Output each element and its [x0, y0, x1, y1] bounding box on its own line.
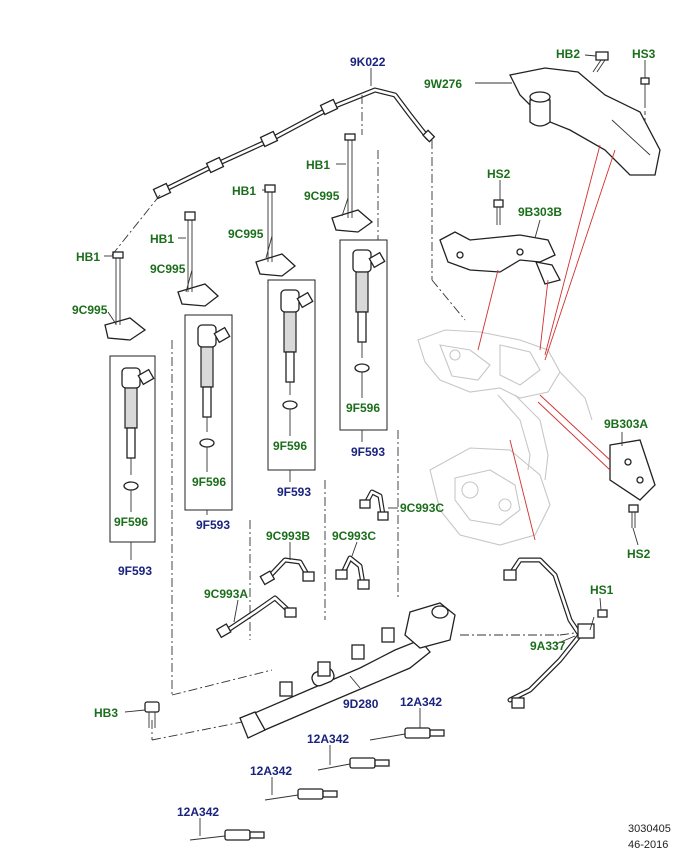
diagram-code: 3030405	[628, 823, 671, 835]
clamp-1	[104, 251, 147, 341]
bolt-hs1	[589, 609, 608, 631]
label-hs2-bottom[interactable]: HS2	[627, 547, 651, 561]
glow-plug-1	[369, 727, 445, 741]
fuel-line-9c993c-upper	[359, 489, 389, 521]
label-hb3[interactable]: HB3	[94, 706, 118, 720]
injector-3	[280, 289, 314, 410]
bolt-hb2	[592, 51, 609, 73]
label-hs3[interactable]: HS3	[632, 47, 656, 61]
label-9f596-b[interactable]: 9F596	[192, 475, 226, 489]
label-hb1-a[interactable]: HB1	[76, 250, 100, 264]
label-leaders	[104, 54, 646, 836]
fuel-feed-line	[503, 557, 595, 709]
label-9c995-b[interactable]: 9C995	[150, 262, 186, 276]
label-9c995-c[interactable]: 9C995	[228, 227, 264, 241]
label-hb1-b[interactable]: HB1	[150, 232, 174, 246]
injector-box-1	[109, 355, 156, 543]
assembly-lines	[111, 95, 583, 741]
label-9f596-d[interactable]: 9F596	[346, 401, 380, 415]
bracket-9b303b	[439, 231, 561, 285]
diagram-date: 46-2016	[628, 839, 668, 851]
label-9c993b[interactable]: 9C993B	[266, 529, 310, 543]
injector-1	[121, 367, 155, 491]
clamp-4	[331, 133, 374, 233]
label-9c993c-upper[interactable]: 9C993C	[400, 501, 444, 515]
label-9d280[interactable]: 9D280	[343, 697, 379, 711]
label-12a342-3[interactable]: 12A342	[250, 764, 292, 778]
red-callouts	[477, 144, 616, 541]
label-9f593-b[interactable]: 9F593	[196, 518, 230, 532]
label-12a342-4[interactable]: 12A342	[177, 805, 219, 819]
label-9c995-d[interactable]: 9C995	[304, 189, 340, 203]
label-9k022[interactable]: 9K022	[350, 55, 386, 69]
label-9c993a[interactable]: 9C993A	[204, 587, 248, 601]
injector-4	[352, 249, 386, 373]
label-12a342-2[interactable]: 12A342	[307, 732, 349, 746]
injector-box-2	[184, 314, 233, 511]
fuel-rail	[239, 602, 456, 739]
fuel-line-9c993a	[215, 595, 297, 639]
label-9f596-c[interactable]: 9F596	[273, 439, 307, 453]
label-9c995-a[interactable]: 9C995	[72, 303, 108, 317]
label-9c993c-lower[interactable]: 9C993C	[332, 529, 376, 543]
part-labels: HB2 HS3 9W276 9K022 HS2 9B303B HB1 HB1 H…	[72, 47, 656, 819]
bolt-hb3	[144, 701, 160, 728]
bolt-hs2-top	[493, 199, 504, 225]
stud-hs3	[640, 77, 650, 122]
label-9b303b[interactable]: 9B303B	[518, 205, 562, 219]
label-9f593-d[interactable]: 9F593	[351, 445, 385, 459]
label-12a342-1[interactable]: 12A342	[400, 695, 442, 709]
injector-box-3	[267, 279, 316, 471]
label-9b303a[interactable]: 9B303A	[604, 417, 648, 431]
glow-plug-3	[264, 788, 338, 801]
engine-ghost-outline	[417, 329, 593, 546]
fuel-line-9c993b	[259, 557, 315, 586]
label-hb1-d[interactable]: HB1	[306, 158, 330, 172]
label-hb2[interactable]: HB2	[556, 47, 580, 61]
label-9w276[interactable]: 9W276	[424, 77, 462, 91]
label-hb1-c[interactable]: HB1	[232, 184, 256, 198]
label-9f596-a[interactable]: 9F596	[114, 515, 148, 529]
label-hs1[interactable]: HS1	[590, 583, 614, 597]
glow-plug-4	[189, 829, 265, 841]
injector-box-4	[339, 239, 388, 431]
clamp-2	[177, 211, 220, 307]
fuel-return-line	[152, 87, 436, 200]
label-9a337[interactable]: 9A337	[530, 639, 566, 653]
glow-plug-2	[317, 757, 390, 771]
injector-2	[197, 324, 231, 448]
bolt-hs2-bottom	[628, 504, 639, 528]
label-9f593-c[interactable]: 9F593	[277, 485, 311, 499]
heat-shield	[509, 67, 661, 176]
label-9f593-a[interactable]: 9F593	[118, 564, 152, 578]
bracket-9b303a	[609, 439, 656, 501]
clamp-3	[255, 184, 297, 277]
label-hs2-top[interactable]: HS2	[487, 167, 511, 181]
fuel-line-9c993c-lower	[335, 555, 370, 590]
